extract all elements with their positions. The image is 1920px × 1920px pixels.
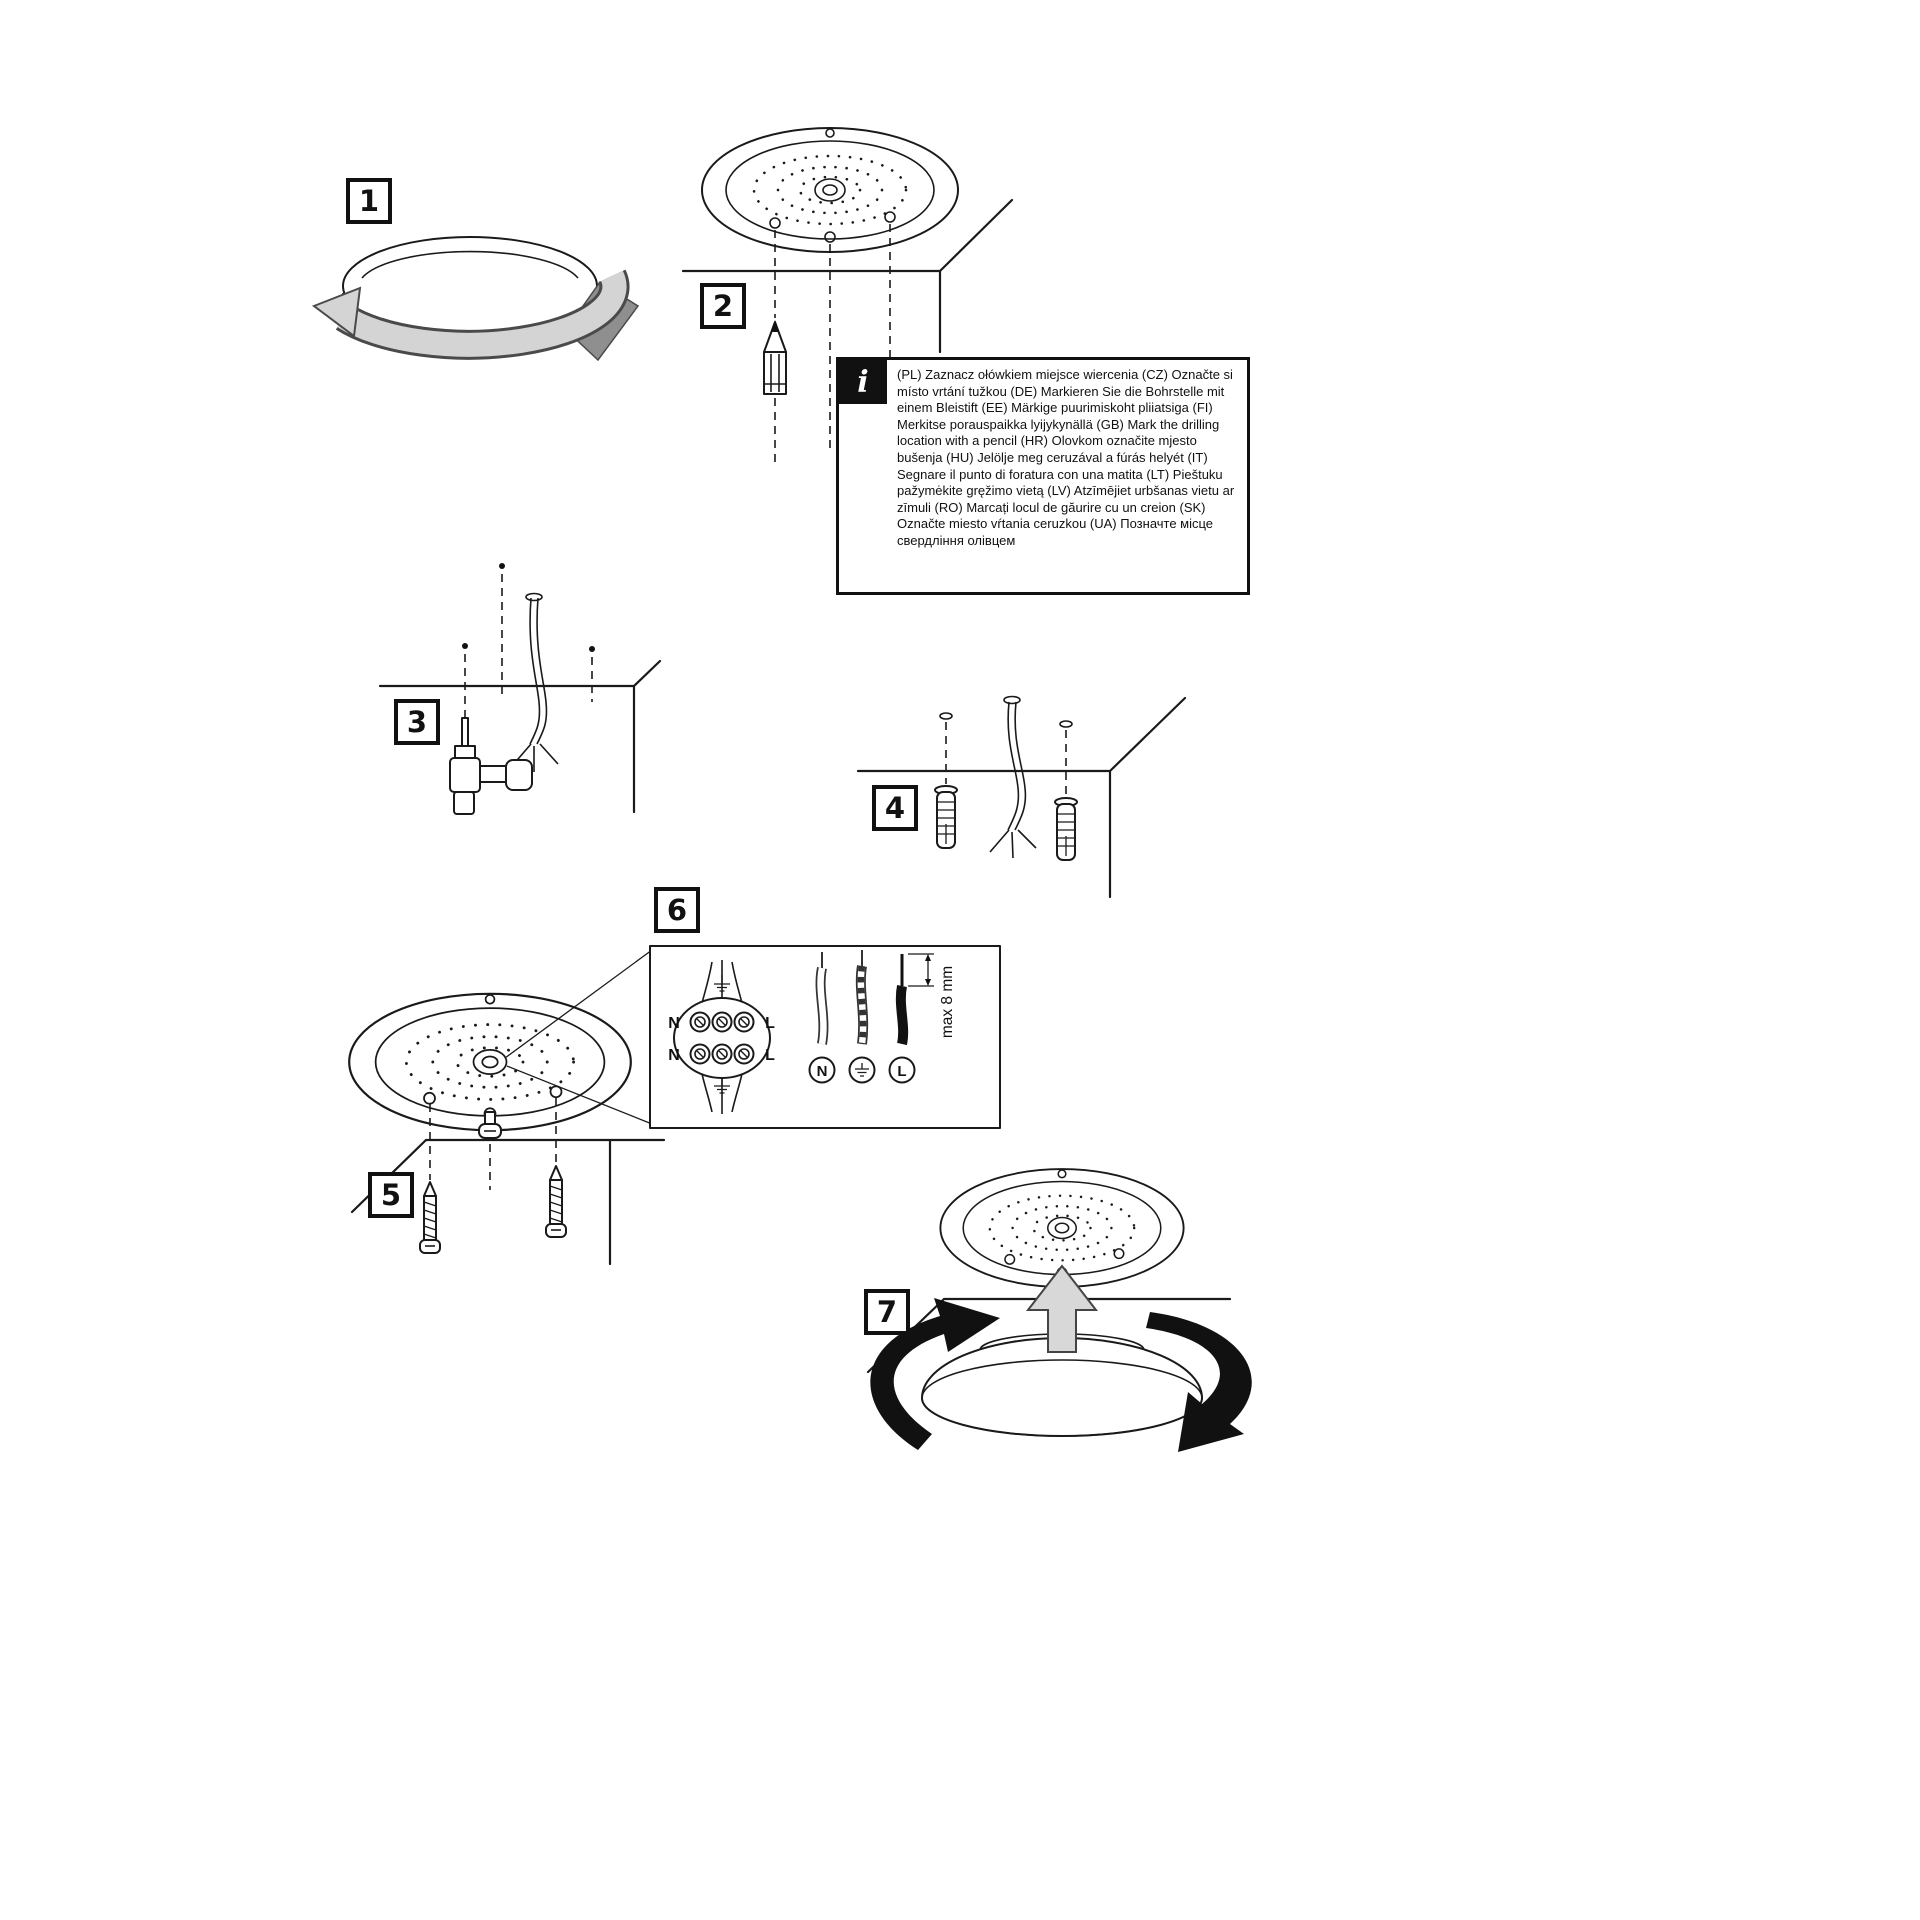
earth-icon [714,975,730,992]
step-2-badge: 2 [700,283,746,329]
rotation-arrow-right-icon [1146,1312,1252,1452]
guide-lines [464,574,593,718]
step-4-number: 4 [884,791,906,825]
strip-length-dimension: max 8 mm [908,953,956,1038]
wire-earth-icon [848,950,876,1084]
pencil-icon [763,320,787,395]
step-3-number: 3 [406,705,428,739]
wire-neutral-icon: N [808,952,836,1084]
terminal-label-n-bottom: N [668,1047,680,1064]
cable-icon [511,592,559,772]
wire-live-icon: L [888,954,916,1084]
guide-lines [774,224,891,462]
mounting-plate [700,126,960,254]
ceiling-corner [681,198,1014,354]
guide-lines [945,722,1067,796]
step-5-number: 5 [380,1178,402,1212]
rotation-arrow-left-icon [870,1298,1000,1450]
info-box: i (PL) Zaznacz ołówkiem miejsce wierceni… [836,357,1250,595]
up-arrow-icon [1025,1264,1099,1353]
guide-lines [429,1098,557,1190]
lamp-cover [921,1333,1203,1437]
step-6-badge: 6 [654,887,700,933]
earth-icon [855,1063,869,1077]
drilled-hole [1059,720,1073,728]
wall-plug-icon [934,785,958,849]
step-7-number: 7 [876,1295,898,1329]
info-text: (PL) Zaznacz ołówkiem miejsce wiercenia … [897,367,1235,548]
drilled-hole [939,712,953,720]
rotate-arrow-band [337,270,627,357]
step-5-badge: 5 [368,1172,414,1218]
terminal-label-n-top: N [668,1015,680,1032]
pencil-mark [499,563,505,569]
ceiling-corner [856,696,1187,899]
cable-icon [989,701,1037,859]
callout-lines [504,949,653,1125]
pencil-mark [462,643,468,649]
step-6-number: 6 [666,893,688,927]
rotate-arrow-head-icon [311,286,362,338]
terminal-label-l-bottom: L [765,1047,775,1064]
wall-plug-icon [1054,797,1078,861]
step-5-screw-plate [347,949,666,1266]
step-4-badge: 4 [872,785,918,831]
step-6-wiring-detail: N L N L N [649,945,1001,1129]
strip-length-label: max 8 mm [939,966,956,1038]
drill-icon [449,717,533,815]
step-2-number: 2 [712,289,734,323]
pencil-mark [589,646,595,652]
step-2-mark-holes [681,126,1014,462]
step-4-insert-plugs [856,695,1187,899]
wire-n-label: N [817,1063,828,1080]
wire-l-label: L [897,1063,906,1080]
terminal-label-l-top: L [765,1015,775,1032]
step-7-badge: 7 [864,1289,910,1335]
step-3-badge: 3 [394,699,440,745]
earth-icon [714,1077,730,1094]
cable-hole [1003,695,1021,705]
mounting-plate [347,992,633,1132]
step-7-attach-cover [866,1167,1252,1452]
step-1-number: 1 [358,184,380,218]
step-3-drill-holes [378,563,662,815]
screw-icon [419,1181,441,1254]
info-icon: i [839,360,887,404]
terminal-block-icon: N L N L [668,960,775,1114]
screw-icon [478,1111,502,1139]
screw-icon [545,1165,567,1238]
step-1-badge: 1 [346,178,392,224]
terminal-screws [689,1011,755,1065]
step-1-remove-cover [311,236,640,362]
